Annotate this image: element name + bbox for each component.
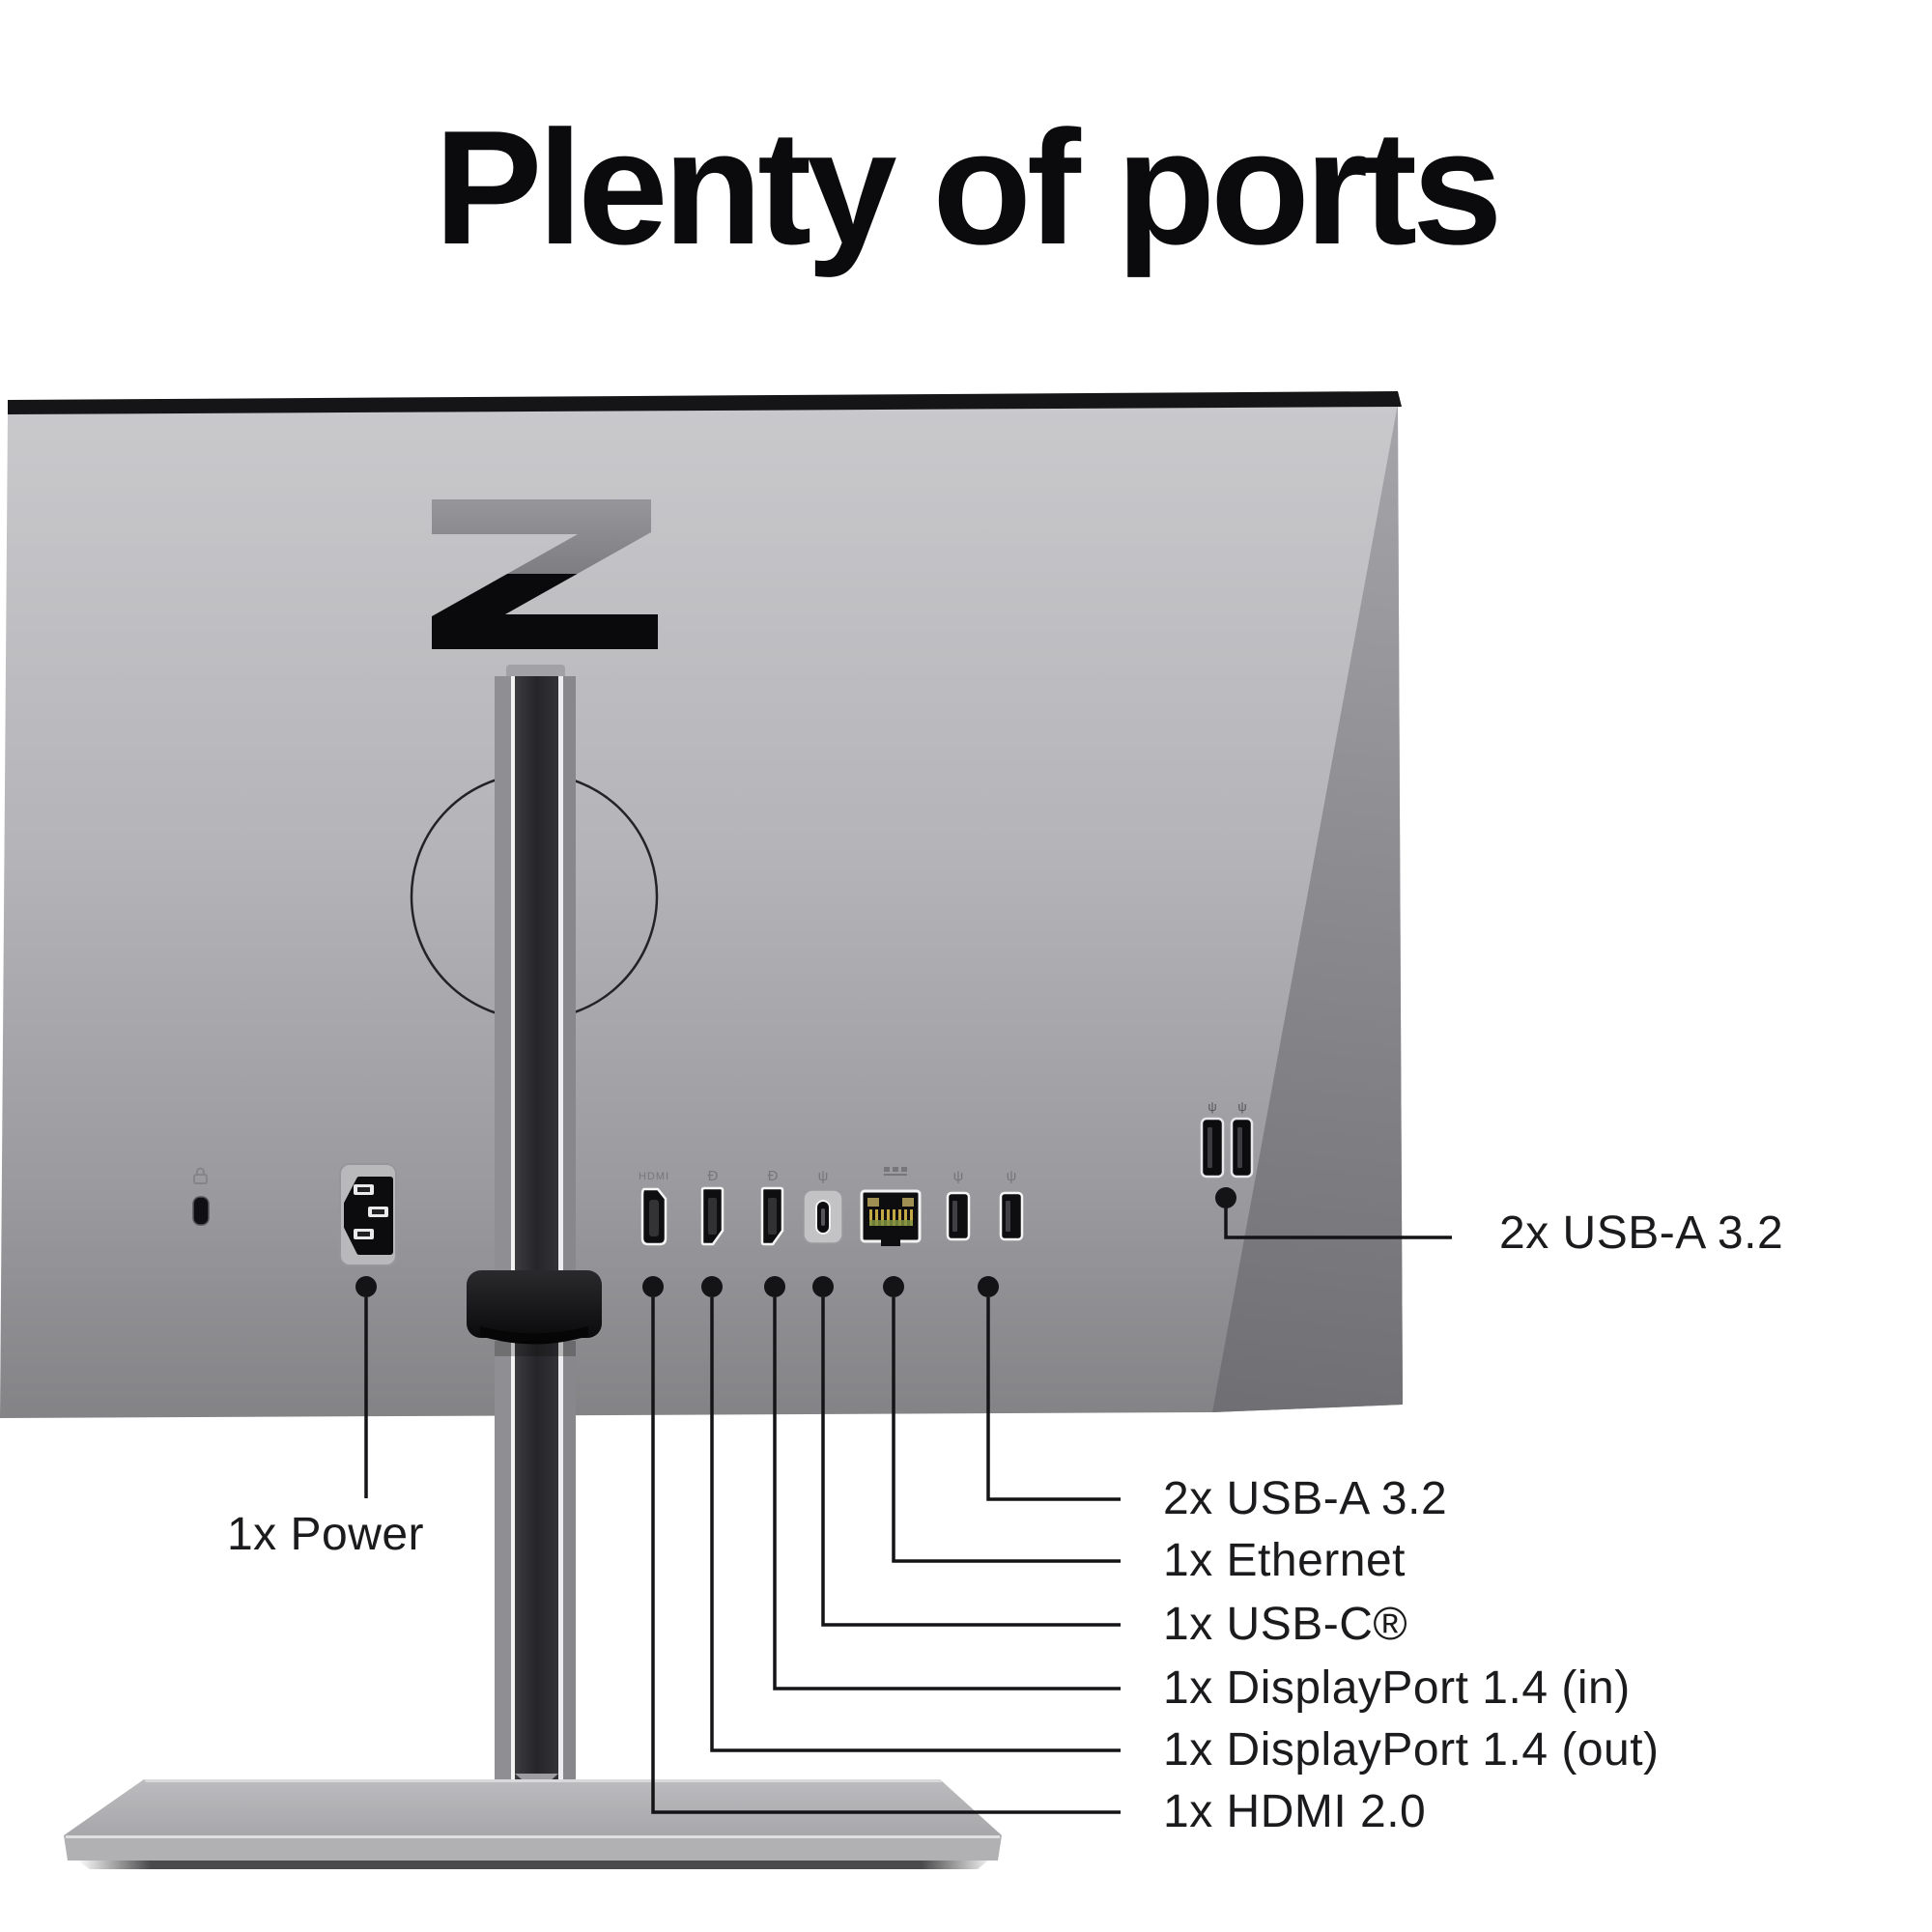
- usb-c-port: [803, 1189, 843, 1244]
- stand-base: [64, 1774, 1002, 1869]
- usb-engraving-icon: ψ: [818, 1168, 829, 1184]
- label-rear-usb-a: 2x USB-A 3.2: [1163, 1473, 1448, 1524]
- line-hdmi: [651, 1297, 1121, 1814]
- ethernet-engraving-icon: [884, 1167, 907, 1176]
- kensington-lock-slot: [192, 1167, 210, 1226]
- callout-dots: [355, 1187, 1236, 1297]
- usb2-engraving-icon: ψ: [1007, 1168, 1017, 1184]
- dot-usb-c: [812, 1276, 834, 1297]
- usb-a-port-2: [999, 1191, 1024, 1241]
- side-usb-ports: ψ ψ: [1200, 1099, 1254, 1179]
- dot-ethernet: [883, 1276, 904, 1297]
- label-rear-hdmi: 1x HDMI 2.0: [1163, 1786, 1427, 1837]
- stand-column: [495, 665, 576, 1779]
- label-rear-displayport-out: 1x DisplayPort 1.4 (out): [1163, 1724, 1660, 1776]
- label-rear-displayport-in: 1x DisplayPort 1.4 (in): [1163, 1662, 1631, 1714]
- hdmi-engraving-icon: HDMI: [639, 1171, 669, 1182]
- dot-displayport-in: [764, 1276, 785, 1297]
- dot-side-usb: [1215, 1187, 1236, 1208]
- usb-a-port-1: [946, 1191, 971, 1241]
- dot-usb-a: [978, 1276, 999, 1297]
- hdmi-port: [640, 1187, 668, 1246]
- label-power: 1x Power: [226, 1509, 425, 1560]
- usb-charging-engraving-icon: ψ: [953, 1168, 964, 1184]
- displayport-in-engraving-icon: Đ: [708, 1168, 719, 1184]
- vent-grille: [8, 391, 1402, 414]
- displayport-in-port: [700, 1186, 724, 1246]
- dot-displayport-out: [701, 1276, 723, 1297]
- dot-hdmi: [642, 1276, 664, 1297]
- dot-power: [355, 1276, 377, 1297]
- line-side-usb: [1224, 1208, 1452, 1239]
- label-rear-ethernet: 1x Ethernet: [1163, 1535, 1406, 1586]
- line-ethernet: [892, 1297, 1121, 1563]
- line-displayport-in: [773, 1297, 1121, 1690]
- side-usb-engraving-icon-1: ψ: [1208, 1099, 1216, 1114]
- displayport-out-engraving-icon: Đ: [768, 1168, 779, 1184]
- ethernet-port: [860, 1189, 922, 1246]
- callout-lines: [364, 1208, 1452, 1814]
- label-side-usb: 2x USB-A 3.2: [1499, 1208, 1784, 1259]
- power-inlet: [339, 1163, 397, 1266]
- label-rear-usb-c: 1x USB-C®: [1163, 1599, 1408, 1650]
- line-usb-c: [821, 1297, 1121, 1627]
- line-displayport-out: [710, 1297, 1121, 1752]
- cable-clamp: [467, 1270, 602, 1356]
- rear-port-row: HDMI Đ Đ ψ ψ ψ: [639, 1167, 1024, 1246]
- displayport-out-port: [760, 1186, 784, 1246]
- line-usb-a: [986, 1297, 1121, 1501]
- monitor-back-panel: [0, 404, 1403, 1418]
- monitor-side-wedge: [1212, 404, 1403, 1412]
- side-usb-engraving-icon-2: ψ: [1237, 1099, 1246, 1114]
- page-title: Plenty of ports: [434, 97, 1502, 278]
